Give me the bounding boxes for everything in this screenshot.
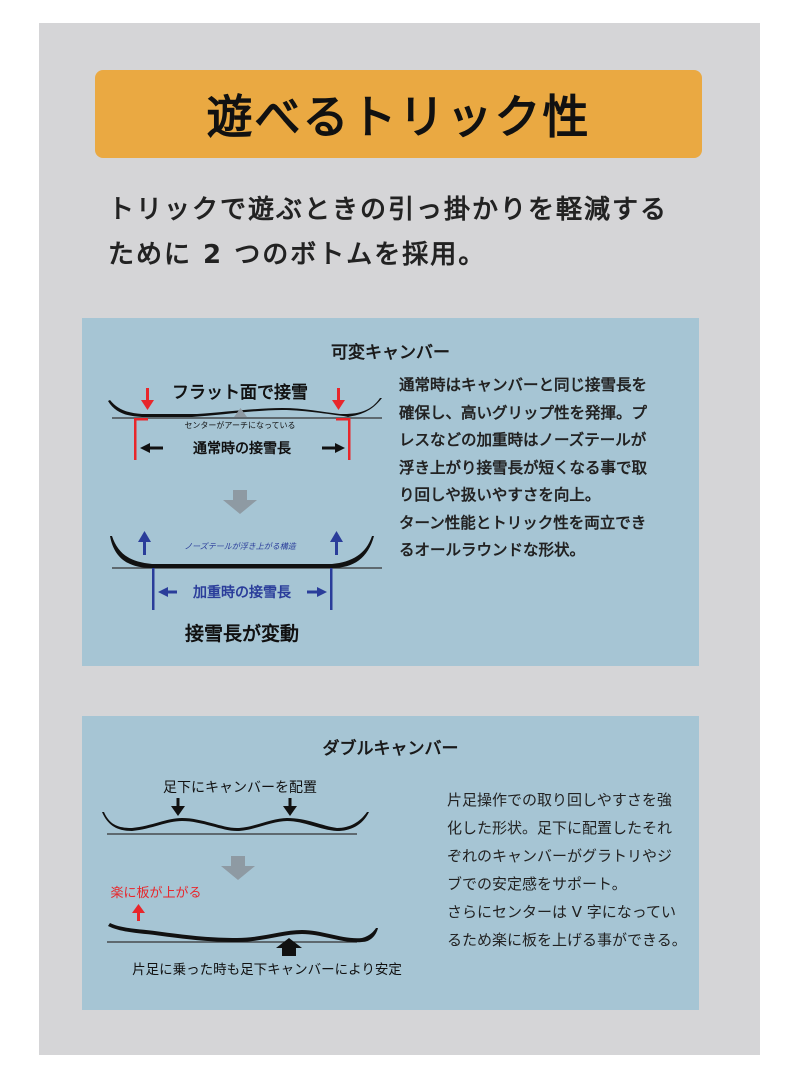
board-double-loaded (108, 923, 378, 943)
description-line: 化した形状。足下に配置したそれ (447, 819, 673, 837)
black-arrow-up-underfoot (276, 938, 302, 956)
contact-varies-caption: 接雪長が変動 (185, 622, 299, 645)
description-line: ぞれのキャンバーがグラトリやジ (447, 847, 673, 865)
description-line: ターン性能とトリック性を両立でき (399, 513, 647, 532)
black-arrow-right (322, 443, 345, 453)
double-camber-description: 片足操作での取り回しやすさを強 化した形状。足下に配置したそれ ぞれのキャンバー… (447, 786, 697, 954)
loaded-contact-label: 加重時の接雪長 (192, 584, 292, 601)
board-variable-normal (108, 398, 382, 417)
page-title: 遊べるトリック性 (95, 70, 702, 158)
red-contact-bracket (134, 418, 351, 460)
blue-arrow-right (307, 587, 327, 597)
center-arch-note: センターがアーチになっている (184, 420, 295, 430)
description-line: り回しや扱いやすさを向上。 (399, 486, 601, 504)
stable-one-foot-label: 片足に乗った時も足下キャンバーにより安定 (132, 962, 402, 978)
description-line: さらにセンターは V 字になってい (447, 903, 677, 921)
black-arrow-left (140, 443, 163, 453)
description-line: レスなどの加重時はノーズテールが (399, 431, 647, 449)
gray-arrow-up-center (234, 408, 247, 417)
description-line: るオールラウンドな形状。 (399, 541, 586, 559)
intro-line: ために 2 つのボトムを採用。 (108, 240, 487, 270)
description-line: るため楽に板を上げる事ができる。 (447, 931, 687, 949)
blue-contact-bracket (152, 568, 333, 610)
underfoot-camber-label: 足下にキャンバーを配置 (163, 780, 317, 796)
description-line: 通常時はキャンバーと同じ接雪長を (399, 376, 648, 394)
variable-camber-section: 可変キャンバー フラット面で接雪 センターがアーチになっている (82, 318, 699, 666)
intro-line: トリックで遊ぶときの引っ掛かりを軽減する (108, 195, 669, 225)
red-arrow-down-left (141, 388, 154, 410)
transition-arrow-icon (223, 490, 257, 514)
description-line: 片足操作での取り回しやすさを強 (447, 791, 672, 809)
double-camber-diagram: 足下にキャンバーを配置 楽に板が上がる 片足に乗った時も足下キャンバーにより安定 (102, 780, 402, 978)
transition-arrow-icon-2 (221, 856, 255, 880)
intro-text: トリックで遊ぶときの引っ掛かりを軽減する ために 2 つのボトムを採用。 (108, 188, 708, 278)
board-variable-loaded (110, 536, 374, 568)
board-lifts-label: 楽に板が上がる (110, 885, 201, 901)
description-line: ブでの安定感をサポート。 (447, 875, 627, 893)
description-line: 確保し、高いグリップ性を発揮。プ (399, 403, 648, 422)
red-arrow-down-right (332, 388, 345, 410)
black-arrow-down-left (171, 798, 185, 816)
flat-contact-label: フラット面で接雪 (172, 382, 308, 403)
nose-tail-note: ノーズテールが浮き上がる構造 (184, 542, 297, 551)
blue-arrow-up-right (330, 531, 343, 555)
normal-contact-label: 通常時の接雪長 (193, 440, 292, 457)
description-line: 浮き上がり接雪長が短くなる事で取 (399, 458, 648, 477)
double-camber-heading: ダブルキャンバー (322, 739, 459, 759)
black-arrow-down-right (283, 798, 297, 816)
variable-camber-diagram: フラット面で接雪 センターがアーチになっている 通常時の接雪長 (108, 382, 382, 645)
board-double-flat (102, 812, 369, 831)
red-arrow-up (132, 904, 145, 921)
blue-arrow-left (158, 587, 177, 597)
variable-camber-heading: 可変キャンバー (331, 343, 450, 363)
variable-camber-description: 通常時はキャンバーと同じ接雪長を 確保し、高いグリップ性を発揮。プ レスなどの加… (399, 372, 689, 565)
blue-arrow-up-left (138, 531, 151, 555)
double-camber-section: ダブルキャンバー 足下にキャンバーを配置 楽に板が上がる 片足に乗った時も (82, 716, 699, 1010)
